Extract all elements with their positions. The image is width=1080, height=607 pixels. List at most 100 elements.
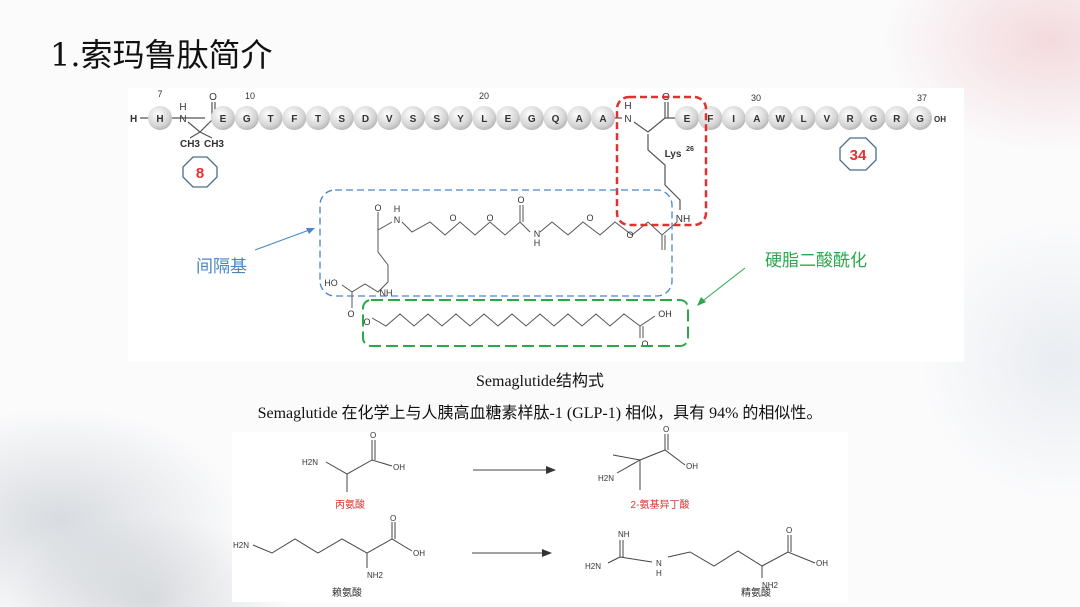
residue-label: E <box>220 114 227 125</box>
residue-ball <box>814 106 839 130</box>
residue-number-30: 30 <box>751 93 761 103</box>
residue-label: T <box>315 114 321 125</box>
residue-ball <box>148 106 172 130</box>
residue-ball <box>721 106 746 130</box>
structure-caption: Semaglutide结构式 <box>476 373 604 390</box>
linker-h-label: H <box>394 204 401 214</box>
reaction-image-panel <box>232 432 848 602</box>
residue-ball <box>519 106 544 130</box>
residue-label: S <box>433 114 440 125</box>
residue-ball <box>591 106 615 130</box>
residue-label: A <box>576 114 583 125</box>
residue-ball <box>234 106 259 130</box>
aib-h2n-label: H2N <box>598 474 614 483</box>
lysine-o-label: O <box>390 514 396 523</box>
linker-o-label: O <box>347 309 354 319</box>
spacer-arrow <box>254 228 313 251</box>
alanine-oh-label: OH <box>393 463 405 472</box>
residue-ball <box>861 106 886 130</box>
arginine-h-label: H <box>656 569 662 578</box>
aib-h-label: H <box>179 102 186 113</box>
arginine-n-label: N <box>656 559 662 568</box>
reaction-bonds <box>252 434 816 578</box>
residue-ball <box>377 106 402 130</box>
arginine-name: 精氨酸 <box>741 586 771 599</box>
lys-position-label: 26 <box>686 146 694 153</box>
alanine-name: 丙氨酸 <box>335 498 365 511</box>
linker-n-label: N <box>394 215 401 225</box>
reaction-arrow-head <box>542 549 552 557</box>
residue-ball <box>282 106 307 130</box>
residue-label: A <box>599 114 606 125</box>
residue-label: S <box>410 114 417 125</box>
fatty-oh-label: OH <box>658 309 672 319</box>
residue-label: L <box>800 114 806 125</box>
linker-nh-label: NH <box>380 288 393 298</box>
linker-o-label: O <box>626 230 633 240</box>
structure-image-panel <box>128 88 964 362</box>
lys-nh-label: NH <box>676 214 690 225</box>
residue-label: V <box>386 114 393 125</box>
n-terminus-label: H <box>130 114 137 125</box>
position-8-label: 8 <box>196 165 204 182</box>
fatty-o-label: O <box>363 317 370 327</box>
residue-ball <box>567 106 592 130</box>
residue-label: F <box>707 114 713 125</box>
residue-label: V <box>823 114 830 125</box>
lysine-oh-label: OH <box>413 549 425 558</box>
aib-o-label: O <box>663 425 669 434</box>
reaction-arrow-head <box>546 466 556 474</box>
residue-ball <box>329 106 354 130</box>
residue-label: F <box>291 114 297 125</box>
linker-o-label: O <box>486 213 493 223</box>
residue-ball <box>698 106 723 130</box>
lys26-highlight-box <box>615 95 708 227</box>
fatty-acid-bonds <box>371 313 656 338</box>
residue-number-20: 20 <box>479 91 489 101</box>
linker-ho-label: HO <box>324 278 338 288</box>
lys-h-label: H <box>624 101 631 112</box>
acylation-arrow-head <box>697 297 706 306</box>
residue-label: G <box>916 114 924 125</box>
residue-ball <box>424 106 449 130</box>
lys-label: Lys <box>665 149 682 160</box>
acylation-highlight-box <box>362 299 689 347</box>
residue-ball <box>353 106 378 130</box>
linker-o-label: O <box>586 213 593 223</box>
slide-title: 1.索玛鲁肽简介 <box>50 36 273 74</box>
spacer-arrow-head <box>306 228 315 234</box>
residue-ball <box>401 106 425 130</box>
arginine-nh-label: NH <box>618 530 630 539</box>
lysine-h2n-label: H2N <box>233 541 249 550</box>
linker-o-label: O <box>374 203 381 213</box>
residue-label: Y <box>457 114 464 125</box>
residue-label: R <box>893 114 901 125</box>
residue-ball <box>675 106 699 130</box>
linker-bonds <box>341 205 678 308</box>
linker-o-label: O <box>517 195 524 205</box>
residue-ball <box>884 106 909 130</box>
residue-ball <box>306 106 330 130</box>
residue-label: G <box>870 114 878 125</box>
residue-label: D <box>362 114 369 125</box>
arginine-nh2-label: NH2 <box>762 581 779 590</box>
similarity-description: Semaglutide 在化学上与人胰高血糖素样肽-1 (GLP-1) 相似，具… <box>257 405 823 422</box>
lysine-nh2-label: NH2 <box>367 571 384 580</box>
lysine-name: 赖氨酸 <box>332 586 362 599</box>
residue-label: I <box>732 114 735 125</box>
linker-h-label: H <box>534 238 541 248</box>
octagon-position-8: 8 <box>182 156 218 188</box>
aib-n-label: N <box>179 114 186 125</box>
residue-number-7: 7 <box>157 89 162 99</box>
residue-label: H <box>156 114 163 125</box>
aib-o-label: O <box>209 92 217 103</box>
residue-label: L <box>481 114 487 125</box>
residue-label: E <box>684 114 691 125</box>
aib-name: 2-氨基异丁酸 <box>631 498 690 511</box>
arginine-oh-label: OH <box>816 559 828 568</box>
residue-ball <box>496 106 520 130</box>
residue-label: A <box>753 114 760 125</box>
residue-label: W <box>775 114 785 125</box>
